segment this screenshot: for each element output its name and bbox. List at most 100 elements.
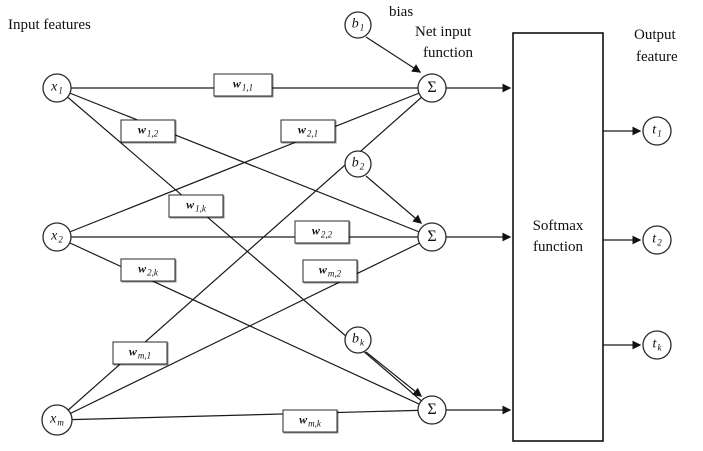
weight-label-w12: w1,2 (138, 124, 158, 139)
bias-label-bk: bk (352, 331, 364, 348)
weight-label-w21: w2,1 (298, 124, 318, 139)
sum-label-1: Σ (427, 79, 437, 96)
input-base: x (51, 228, 58, 244)
weight-base: w (186, 197, 195, 212)
bias-base: b (351, 155, 359, 171)
weight-label-wm2: wm,2 (319, 264, 341, 279)
input-features-caption: Input features (8, 17, 91, 33)
nodes (41, 11, 672, 436)
weight-sub: m,k (308, 418, 321, 429)
output-caption-line2: feature (636, 49, 678, 65)
bias-base: b (351, 16, 359, 32)
bias-sub: 1 (359, 22, 365, 33)
output-sub: k (657, 342, 662, 353)
softmax-to-output-arrows (603, 126, 642, 350)
weight-sub: 1,2 (146, 128, 159, 139)
arrow-b1-sum1 (365, 36, 422, 73)
weight-sub: 1,k (195, 203, 206, 214)
output-label-t1: t1 (652, 122, 662, 139)
output-sub: 2 (657, 237, 662, 248)
weight-box-wm1 (112, 341, 168, 365)
output-base: t (652, 231, 657, 247)
edge-xm-sum1 (56, 87, 433, 421)
input-label-xm: xm (50, 411, 64, 428)
input-label-x2: x2 (51, 228, 63, 245)
weight-box-w11 (213, 73, 273, 97)
weight-edges (56, 87, 433, 421)
output-node-t1 (642, 116, 672, 146)
weight-box-w22 (294, 220, 350, 244)
input-base: x (51, 79, 58, 95)
sum-node-3 (417, 395, 447, 425)
input-node-x2 (42, 222, 72, 252)
bias-label-b1: b1 (351, 16, 365, 33)
output-caption-line1: Output (634, 27, 676, 43)
bias-node-bk (344, 326, 372, 354)
weight-boxes (112, 73, 358, 433)
input-label-x1: x1 (51, 79, 63, 96)
weight-label-wmk: wm,k (299, 414, 321, 429)
weight-sub: m,1 (137, 350, 152, 361)
weight-base: w (311, 223, 320, 238)
weight-base: w (318, 262, 327, 277)
weight-sub: m,2 (327, 268, 342, 279)
input-sub: 2 (58, 234, 63, 245)
edge-x2-sum3 (56, 236, 433, 411)
weight-box-wm2 (302, 259, 358, 283)
input-node-x1 (42, 73, 72, 103)
input-sub: m (57, 417, 64, 428)
weight-box-w1k (168, 194, 224, 218)
weight-base: w (137, 122, 146, 137)
input-sub: 1 (58, 85, 63, 96)
sum-to-softmax-arrows (446, 83, 512, 415)
weight-sub: 2,2 (320, 229, 333, 240)
bias-sub: 2 (359, 161, 365, 172)
weight-label-w11: w1,1 (233, 78, 253, 93)
weight-base: w (232, 76, 241, 91)
weight-label-w22: w2,2 (312, 225, 332, 240)
arrow-b2-sum2 (365, 175, 423, 224)
weight-sub: 2,1 (306, 128, 319, 139)
output-base: t (652, 122, 657, 138)
sum-label-2: Σ (427, 228, 437, 245)
weight-box-w12 (120, 119, 176, 143)
softmax-label-line1: Softmax (532, 218, 584, 234)
edge-xm-sum2 (56, 236, 433, 421)
bias-node-b2 (344, 150, 372, 178)
sum-node-2 (417, 222, 447, 252)
arrow-bk-sum3 (365, 351, 423, 397)
weight-box-w21 (280, 119, 336, 143)
softmax-label: Softmax function (533, 216, 584, 258)
edge-x2-sum1 (56, 87, 433, 238)
bias-base: b (352, 331, 359, 347)
input-node-xm (41, 404, 73, 436)
output-base: t (652, 336, 657, 352)
edge-xm-sum3 (56, 409, 433, 421)
input-base: x (50, 411, 57, 427)
weight-sub: 2,k (147, 267, 158, 278)
weight-base: w (297, 122, 306, 137)
softmax-box (512, 32, 604, 442)
weight-base: w (299, 412, 308, 427)
output-label-tk: tk (652, 336, 662, 353)
weight-label-w2k: w2,k (138, 263, 158, 278)
net-input-caption-line2: function (423, 45, 473, 61)
weight-base: w (128, 344, 137, 359)
weight-box-wmk (282, 409, 338, 433)
sum-label-3: Σ (427, 401, 437, 418)
weight-box-w2k (120, 258, 176, 282)
weight-label-w1k: w1,k (186, 199, 206, 214)
bias-arrows (365, 36, 423, 397)
weight-base: w (138, 261, 147, 276)
edge-x1-sum3 (56, 87, 433, 411)
sum-node-1 (417, 73, 447, 103)
weight-label-wm1: wm,1 (129, 346, 151, 361)
bias-caption: bias (389, 4, 414, 20)
bias-node-b1 (344, 11, 372, 39)
softmax-label-line2: function (533, 239, 583, 255)
output-sub: 1 (657, 128, 662, 139)
bias-label-b2: b2 (351, 155, 365, 172)
bias-sub: k (360, 337, 364, 348)
